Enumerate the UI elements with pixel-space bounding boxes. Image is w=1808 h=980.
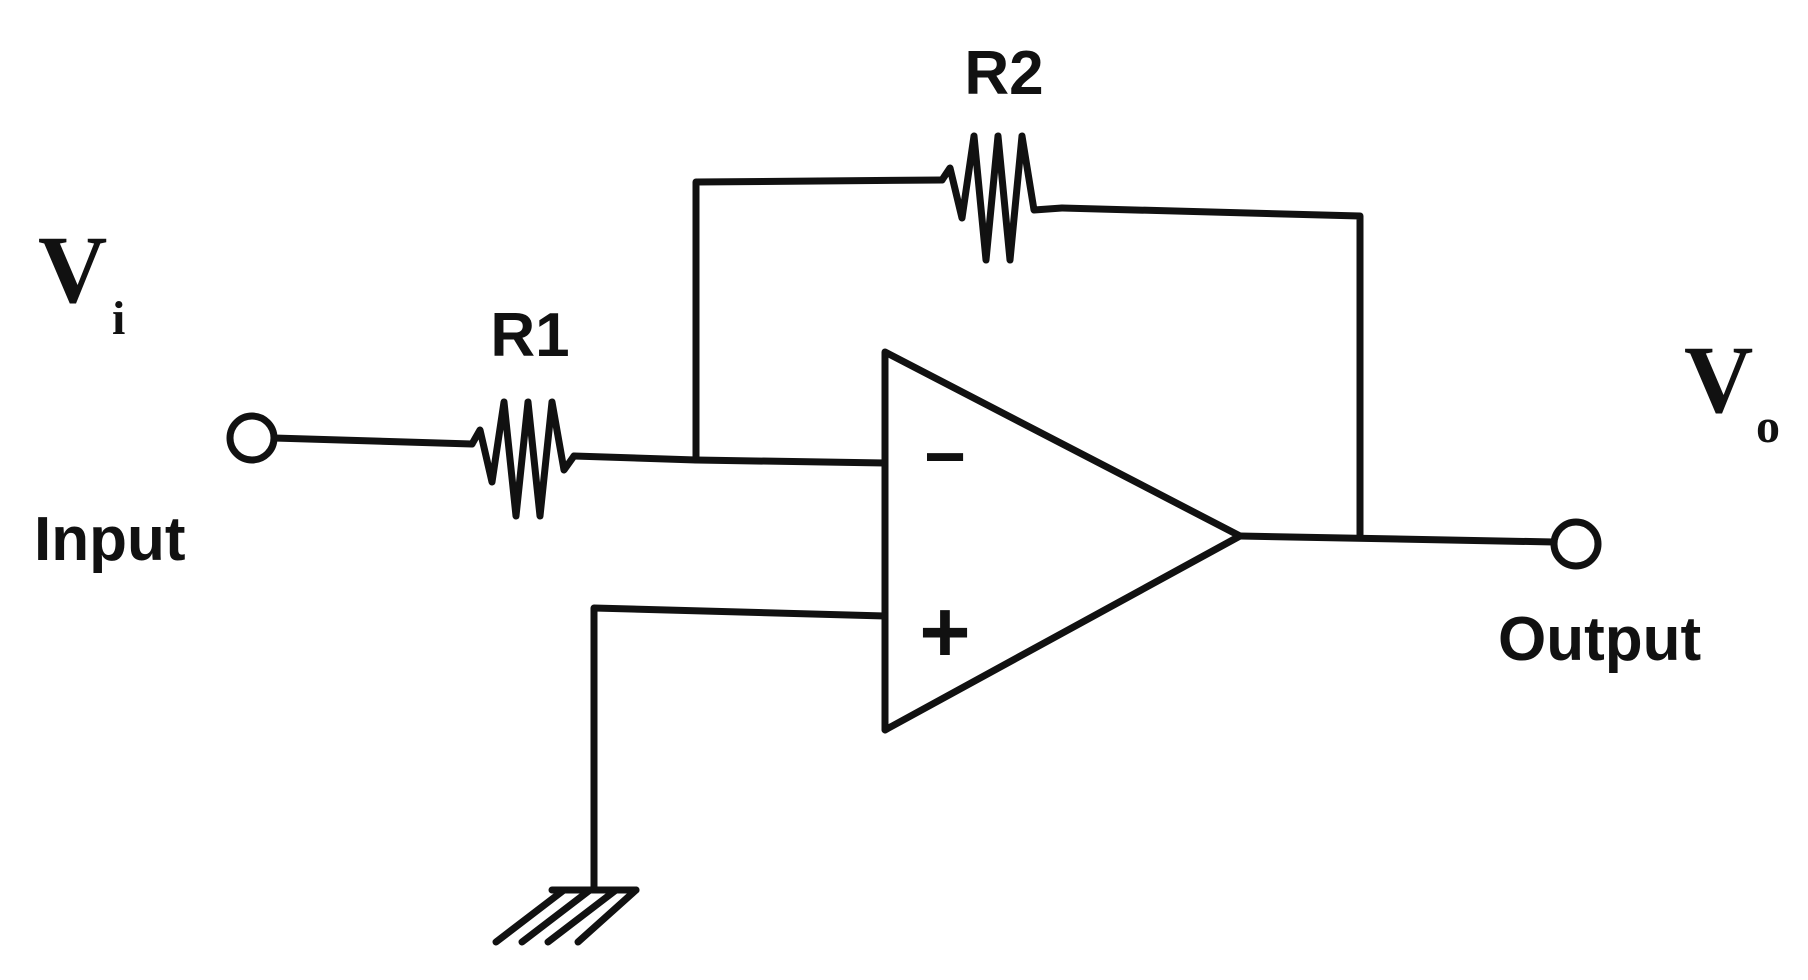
resistor-r1 xyxy=(468,398,578,520)
inverting-input-wire xyxy=(692,456,889,467)
op-amp-triangle xyxy=(881,348,1244,734)
label-output-voltage-subscript: o xyxy=(1756,400,1780,453)
feedback-wire-left xyxy=(692,176,946,464)
input-terminal xyxy=(226,412,278,464)
input-wire xyxy=(270,434,476,448)
label-output-voltage: V xyxy=(1684,326,1753,433)
inverting-input-sign: − xyxy=(924,417,966,497)
r1-to-junction-wire xyxy=(570,452,700,464)
label-input: Input xyxy=(34,505,186,574)
non-inverting-input-sign: + xyxy=(919,582,970,681)
resistor-r2 xyxy=(938,132,1066,264)
output-wire xyxy=(1236,532,1558,546)
feedback-wire-right xyxy=(1058,204,1364,542)
label-r2: R2 xyxy=(964,39,1043,108)
output-terminal xyxy=(1550,518,1602,570)
label-input-voltage-subscript: i xyxy=(112,292,125,345)
ground-icon xyxy=(492,886,640,946)
label-r1: R1 xyxy=(490,301,569,370)
label-input-voltage: V xyxy=(38,216,107,323)
label-output: Output xyxy=(1498,605,1701,674)
non-inverting-input-wire xyxy=(590,604,889,894)
